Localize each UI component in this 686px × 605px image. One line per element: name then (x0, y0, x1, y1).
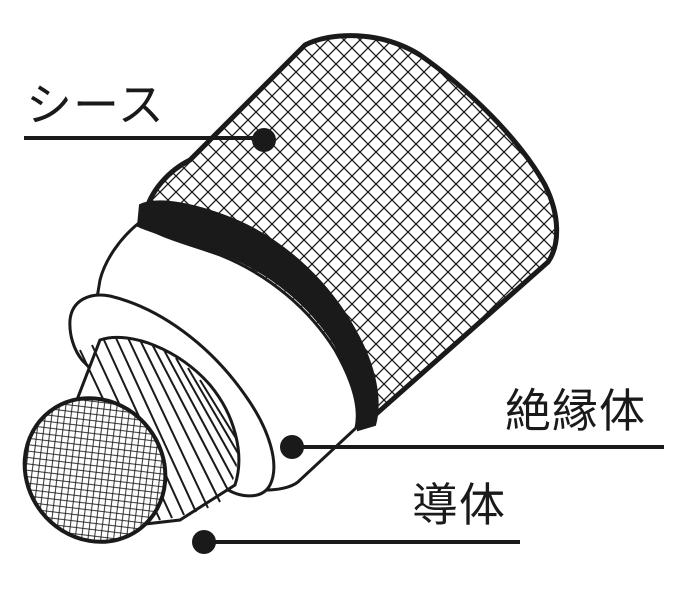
leader-conductor (192, 530, 520, 554)
conductor-dot (192, 530, 216, 554)
insulator-label: 絶縁体 (505, 384, 646, 438)
sheath-label: シース (26, 78, 165, 132)
insulator-dot (280, 435, 304, 459)
sheath-dot (252, 128, 276, 152)
conductor-layer (22, 335, 241, 544)
leader-insulator (280, 435, 664, 459)
conductor-label: 導体 (412, 478, 506, 532)
leader-sheath (24, 128, 276, 152)
